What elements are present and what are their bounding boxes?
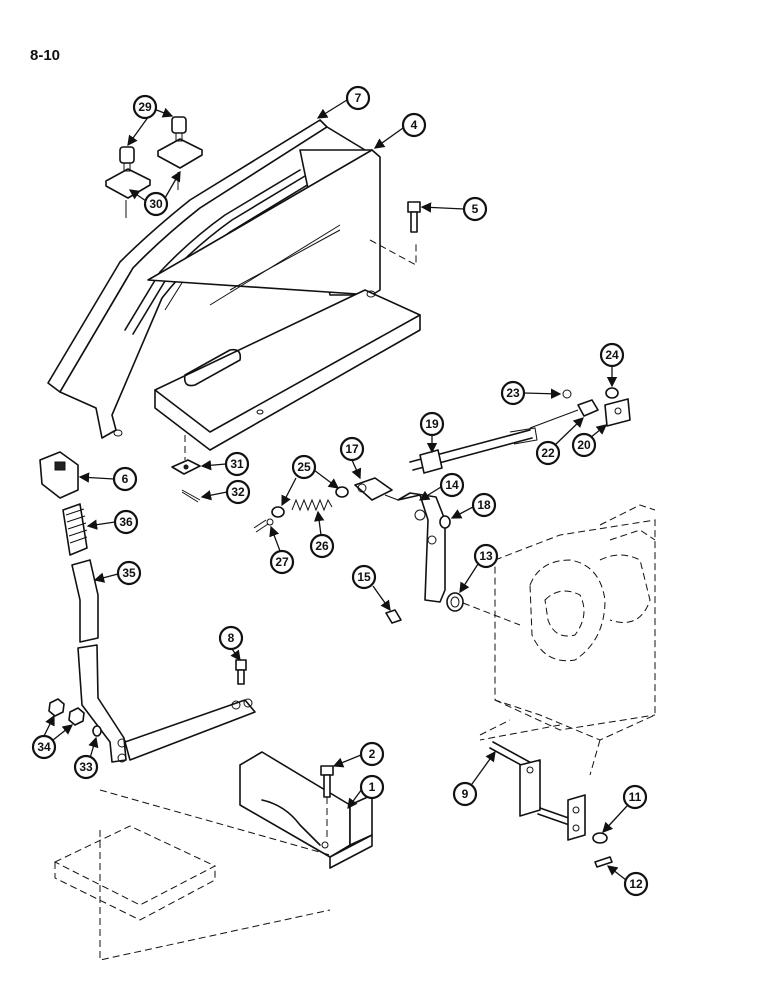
bushing-and-transmission-drawings bbox=[446, 504, 656, 776]
nuts-and-washer-drawings bbox=[48, 698, 102, 737]
callout-7-label: 7 bbox=[355, 91, 362, 105]
callout-30: 30 bbox=[128, 170, 181, 217]
callout-4-label: 4 bbox=[411, 118, 418, 132]
throttle-rod-and-lever-drawings bbox=[354, 427, 538, 624]
swivel-and-clip-drawings bbox=[529, 387, 631, 429]
callout-2-label: 2 bbox=[369, 747, 376, 761]
callout-27: 27 bbox=[269, 525, 295, 575]
callout-6-label: 6 bbox=[122, 472, 129, 486]
callout-1: 1 bbox=[347, 774, 385, 810]
callout-25-label: 25 bbox=[297, 460, 311, 474]
callout-12-label: 12 bbox=[629, 877, 643, 891]
callout-23: 23 bbox=[500, 380, 562, 406]
callout-8-label: 8 bbox=[228, 631, 235, 645]
callout-5-label: 5 bbox=[472, 202, 479, 216]
callout-31-label: 31 bbox=[230, 457, 244, 471]
callout-24: 24 bbox=[599, 342, 625, 388]
callout-17-label: 17 bbox=[345, 442, 359, 456]
callout-12: 12 bbox=[606, 865, 649, 897]
callout-31: 31 bbox=[200, 451, 250, 477]
callout-14-label: 14 bbox=[445, 478, 459, 492]
callout-11: 11 bbox=[602, 784, 648, 833]
callout-29: 29 bbox=[127, 94, 174, 147]
callout-7: 7 bbox=[316, 85, 371, 119]
callout-14: 14 bbox=[418, 472, 465, 501]
callout-20-label: 20 bbox=[577, 438, 591, 452]
link-rod-drawing bbox=[124, 659, 256, 761]
callout-36: 36 bbox=[86, 509, 139, 535]
callout-11-label: 11 bbox=[629, 790, 642, 804]
callout-34-label: 34 bbox=[37, 740, 51, 754]
callout-32: 32 bbox=[200, 479, 251, 505]
callout-36-label: 36 bbox=[119, 515, 133, 529]
callout-29-label: 29 bbox=[138, 100, 152, 114]
callout-13-label: 13 bbox=[479, 549, 493, 563]
callout-19: 19 bbox=[419, 411, 445, 454]
knob-and-plate-drawings bbox=[105, 116, 203, 218]
callout-8: 8 bbox=[218, 625, 244, 662]
callout-22-label: 22 bbox=[541, 446, 555, 460]
callout-33: 33 bbox=[73, 736, 99, 780]
callout-34: 34 bbox=[31, 714, 74, 760]
page-number: 8-10 bbox=[30, 47, 61, 64]
pedal-support-bracket-drawing bbox=[239, 751, 373, 869]
callout-23-label: 23 bbox=[506, 386, 520, 400]
callout-25: 25 bbox=[281, 454, 340, 507]
callout-4: 4 bbox=[373, 112, 427, 149]
callout-2: 2 bbox=[332, 741, 385, 768]
callout-32-label: 32 bbox=[231, 485, 245, 499]
callout-30-label: 30 bbox=[149, 197, 163, 211]
callout-6: 6 bbox=[78, 466, 138, 492]
callout-26-label: 26 bbox=[315, 539, 329, 553]
hand-lever-drawings bbox=[39, 451, 127, 763]
callout-9-label: 9 bbox=[462, 787, 469, 801]
callout-20: 20 bbox=[571, 424, 608, 458]
callout-35-label: 35 bbox=[122, 566, 136, 580]
callout-9: 9 bbox=[452, 750, 496, 807]
callout-19-label: 19 bbox=[425, 417, 439, 431]
callout-33-label: 33 bbox=[79, 760, 93, 774]
callout-5: 5 bbox=[420, 196, 488, 222]
support-bolt-drawing bbox=[369, 201, 421, 266]
callout-24-label: 24 bbox=[605, 348, 619, 362]
callout-17: 17 bbox=[339, 436, 365, 480]
callout-18-label: 18 bbox=[477, 498, 491, 512]
floor-plate-drawing bbox=[53, 789, 331, 961]
cross-shaft-drawings bbox=[479, 719, 613, 868]
callout-26: 26 bbox=[309, 510, 335, 559]
callout-27-label: 27 bbox=[275, 555, 289, 569]
callout-15-label: 15 bbox=[357, 570, 371, 584]
callout-15: 15 bbox=[351, 564, 391, 612]
callout-1-label: 1 bbox=[369, 780, 376, 794]
spring-and-small-parts-drawings bbox=[171, 435, 349, 533]
callout-13: 13 bbox=[459, 543, 499, 594]
callout-18: 18 bbox=[450, 492, 497, 519]
throttle-support-drawing bbox=[147, 149, 421, 451]
callout-22: 22 bbox=[535, 417, 584, 466]
callout-35: 35 bbox=[93, 560, 142, 586]
